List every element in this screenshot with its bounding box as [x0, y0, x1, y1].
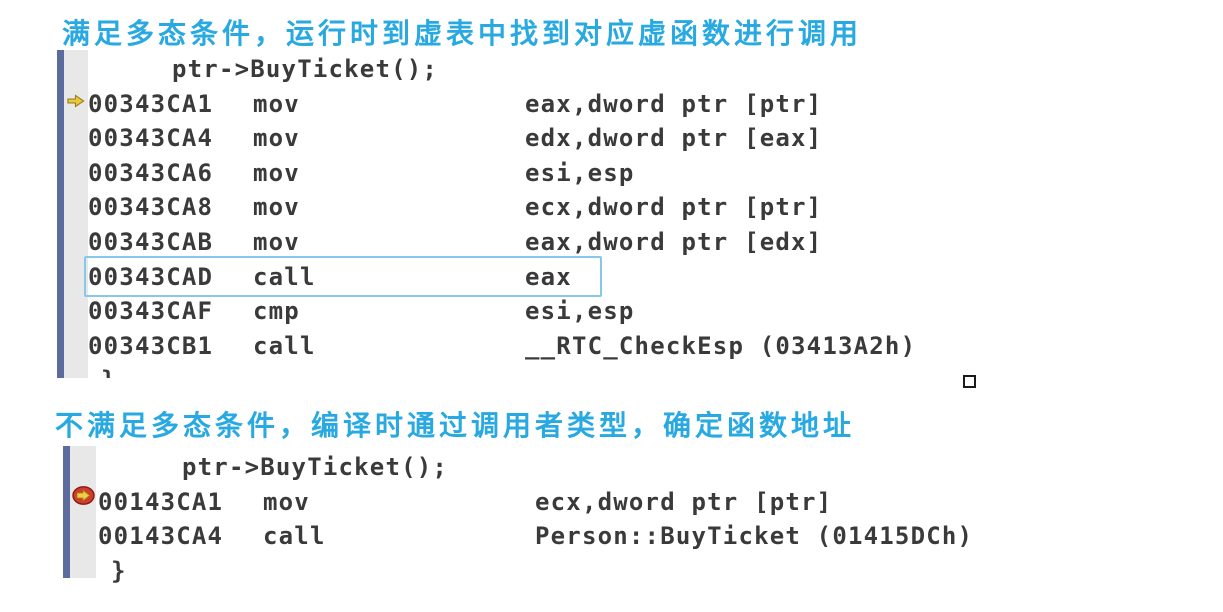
current-statement-arrow-icon[interactable]	[66, 93, 85, 108]
asm-line[interactable]: 00343CAB mov eax,dword ptr [edx]	[88, 225, 1168, 260]
disassembly-block-1: ptr->BuyTicket(); 00343CA1 mov eax,dword p…	[57, 50, 1177, 378]
operands: Person::BuyTicket (01415DCh)	[535, 522, 974, 551]
gutter-bar	[57, 50, 64, 378]
asm-line[interactable]: 00343CA8 mov ecx,dword ptr [ptr]	[88, 190, 1168, 225]
current-line-highlight-box	[84, 256, 602, 297]
address: 00343CA8	[88, 193, 214, 222]
asm-line[interactable]: 00343CB1 call __RTC_CheckEsp (03413A2h)	[88, 329, 1168, 364]
operands: esi,esp	[525, 158, 635, 187]
operands: eax,dword ptr [edx]	[525, 227, 823, 256]
mnemonic: mov	[253, 193, 300, 222]
asm-line[interactable]: 00343CA1 mov eax,dword ptr [ptr]	[88, 87, 1168, 122]
address: 00343CAF	[88, 297, 214, 326]
section1-heading: 满足多态条件，运行时到虚表中找到对应虚函数进行调用	[62, 18, 863, 49]
disassembly-block-2: ptr->BuyTicket(); 00143CA1 mov ecx,dword p…	[63, 446, 1183, 585]
operands: eax	[525, 262, 572, 291]
address: 00143CA4	[98, 522, 224, 551]
mnemonic: mov	[253, 227, 300, 256]
section2-heading: 不满足多态条件，编译时通过调用者类型，确定函数地址	[55, 410, 856, 441]
asm-line-call-eax[interactable]: 00343CAD call eax	[88, 260, 1168, 295]
asm-line[interactable]: 00343CA6 mov esi,esp	[88, 156, 1168, 191]
mnemonic: call	[253, 262, 316, 291]
operands: eax,dword ptr [ptr]	[525, 89, 823, 118]
asm-line[interactable]: 00143CA1 mov ecx,dword ptr [ptr]	[98, 485, 1178, 520]
gutter-bar	[63, 446, 70, 578]
closing-brace: }	[111, 556, 127, 585]
mnemonic: mov	[253, 158, 300, 187]
asm-line[interactable]: 00143CA4 call Person::BuyTicket (01415DCh)	[98, 519, 1178, 554]
address: 00343CA4	[88, 124, 214, 153]
mnemonic: call	[253, 331, 316, 360]
asm-line[interactable]: 00343CAF cmp esi,esp	[88, 294, 1168, 329]
asm-line[interactable]: 00343CA4 mov edx,dword ptr [eax]	[88, 121, 1168, 156]
address: 00143CA1	[98, 487, 224, 516]
mnemonic: mov	[263, 487, 310, 516]
operands: __RTC_CheckEsp (03413A2h)	[525, 331, 917, 360]
breakpoint-arrow-icon[interactable]	[72, 486, 95, 505]
breakpoint-gutter[interactable]	[70, 446, 96, 578]
mnemonic: mov	[253, 124, 300, 153]
source-line[interactable]: ptr->BuyTicket();	[182, 453, 449, 481]
address: 00343CA6	[88, 158, 214, 187]
operands: ecx,dword ptr [ptr]	[525, 193, 823, 222]
operands: ecx,dword ptr [ptr]	[535, 487, 833, 516]
operands: edx,dword ptr [eax]	[525, 124, 823, 153]
address: 00343CA1	[88, 89, 214, 118]
selection-handle[interactable]	[963, 375, 976, 388]
closing-brace: }	[88, 363, 1168, 378]
address: 00343CAD	[88, 262, 214, 291]
mnemonic: cmp	[253, 297, 300, 326]
address: 00343CAB	[88, 227, 214, 256]
mnemonic: mov	[253, 89, 300, 118]
source-line[interactable]: ptr->BuyTicket();	[172, 55, 439, 83]
mnemonic: call	[263, 522, 326, 551]
operands: esi,esp	[525, 297, 635, 326]
address: 00343CB1	[88, 331, 214, 360]
